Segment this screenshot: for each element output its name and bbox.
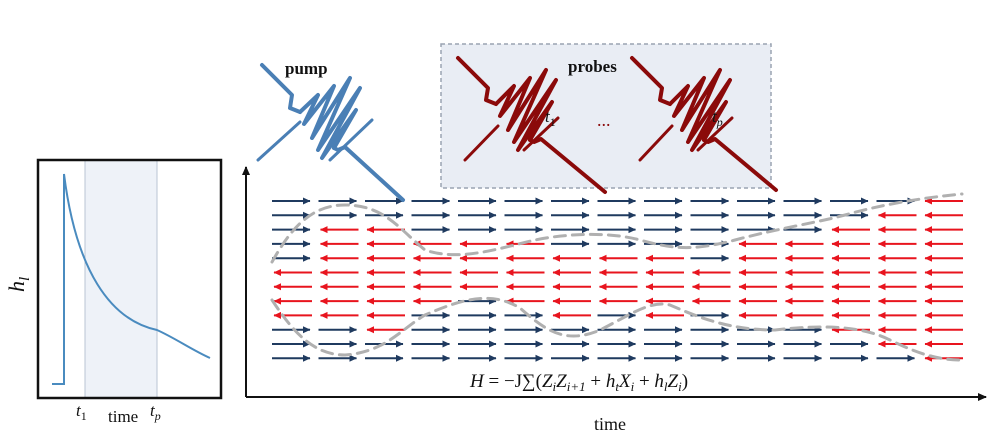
hamiltonian-formula: H = −J∑(ZiZi+1 + htXi + hlZi) [469,371,688,394]
inset-shaded-window [85,160,157,398]
inset-ylabel: hl [4,277,33,292]
inset-tp-label: tp [150,401,161,423]
probes-label: probes [568,57,617,76]
field-inset-panel: hl t1 time tp [4,158,223,426]
main-axes: time [242,166,987,434]
inset-xlabel: time [108,407,138,426]
probe-t1-label: t1 [545,107,556,129]
pump-pulse: pump [256,59,405,202]
probe-tp-label: tp [712,107,723,129]
pump-secondary [256,118,374,162]
pump-tail-right [332,145,405,202]
probe-pulse-tp [630,56,778,192]
probes-panel: probes t1 ... tp [440,43,778,194]
pump-label: pump [285,59,328,78]
inset-frame [36,158,223,400]
domain-wall-upper [270,192,964,264]
main-xlabel: time [594,414,626,434]
probes-ellipsis: ... [597,110,611,130]
probe-pulse-t1 [456,56,607,194]
field-decay-curve [52,173,211,385]
inset-t1-label: t1 [76,401,87,423]
domain-wall-lower [270,296,964,362]
pump-wave [298,76,362,160]
spin-arrow-grid [272,197,963,362]
pump-tail-left [260,63,302,114]
domain-wall-paths [270,192,964,362]
